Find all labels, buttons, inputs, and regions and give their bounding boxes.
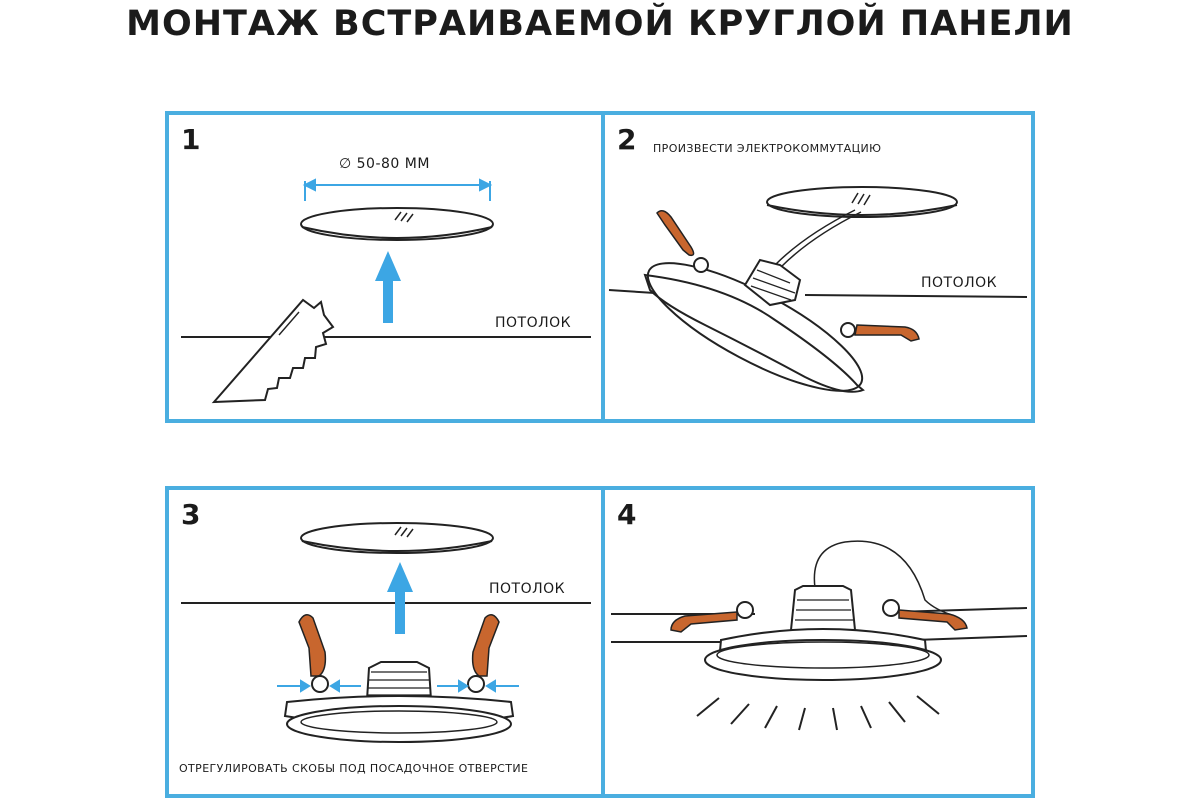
ceiling-label: ПОТОЛОК bbox=[921, 275, 998, 291]
step-caption: ОТРЕГУЛИРОВАТЬ СКОБЫ ПОД ПОСАДОЧНОЕ ОТВЕ… bbox=[179, 762, 529, 775]
diameter-label: ∅ 50-80 ММ bbox=[339, 156, 430, 172]
step-caption: ПРОИЗВЕСТИ ЭЛЕКТРОКОММУТАЦИЮ bbox=[653, 142, 882, 155]
step-number: 3 bbox=[181, 498, 201, 531]
ceiling-label: ПОТОЛОК bbox=[495, 315, 572, 331]
step-1-illustration bbox=[181, 178, 591, 404]
step-number: 1 bbox=[181, 123, 201, 156]
step-2-illustration bbox=[608, 186, 1028, 393]
step-4-panel: 4 bbox=[601, 486, 1035, 798]
step-number: 2 bbox=[617, 123, 637, 156]
step-1-panel: 1 ∅ 50-80 ММ ПОТОЛОК bbox=[165, 111, 605, 423]
step-3-illustration bbox=[181, 522, 591, 743]
page-title: МОНТАЖ ВСТРАИВАЕМОЙ КРУГЛОЙ ПАНЕЛИ bbox=[126, 4, 1074, 44]
step-3-panel: 3 ПОТОЛОК ОТРЕГУЛИРОВАТЬ СКОБЫ ПОД ПОСАД… bbox=[165, 486, 605, 798]
step-4-illustration bbox=[611, 540, 1028, 731]
ceiling-label: ПОТОЛОК bbox=[489, 581, 566, 597]
step-2-panel: 2 ПРОИЗВЕСТИ ЭЛЕКТРОКОММУТАЦИЮ ПОТОЛОК bbox=[601, 111, 1035, 423]
step-number: 4 bbox=[617, 498, 637, 531]
